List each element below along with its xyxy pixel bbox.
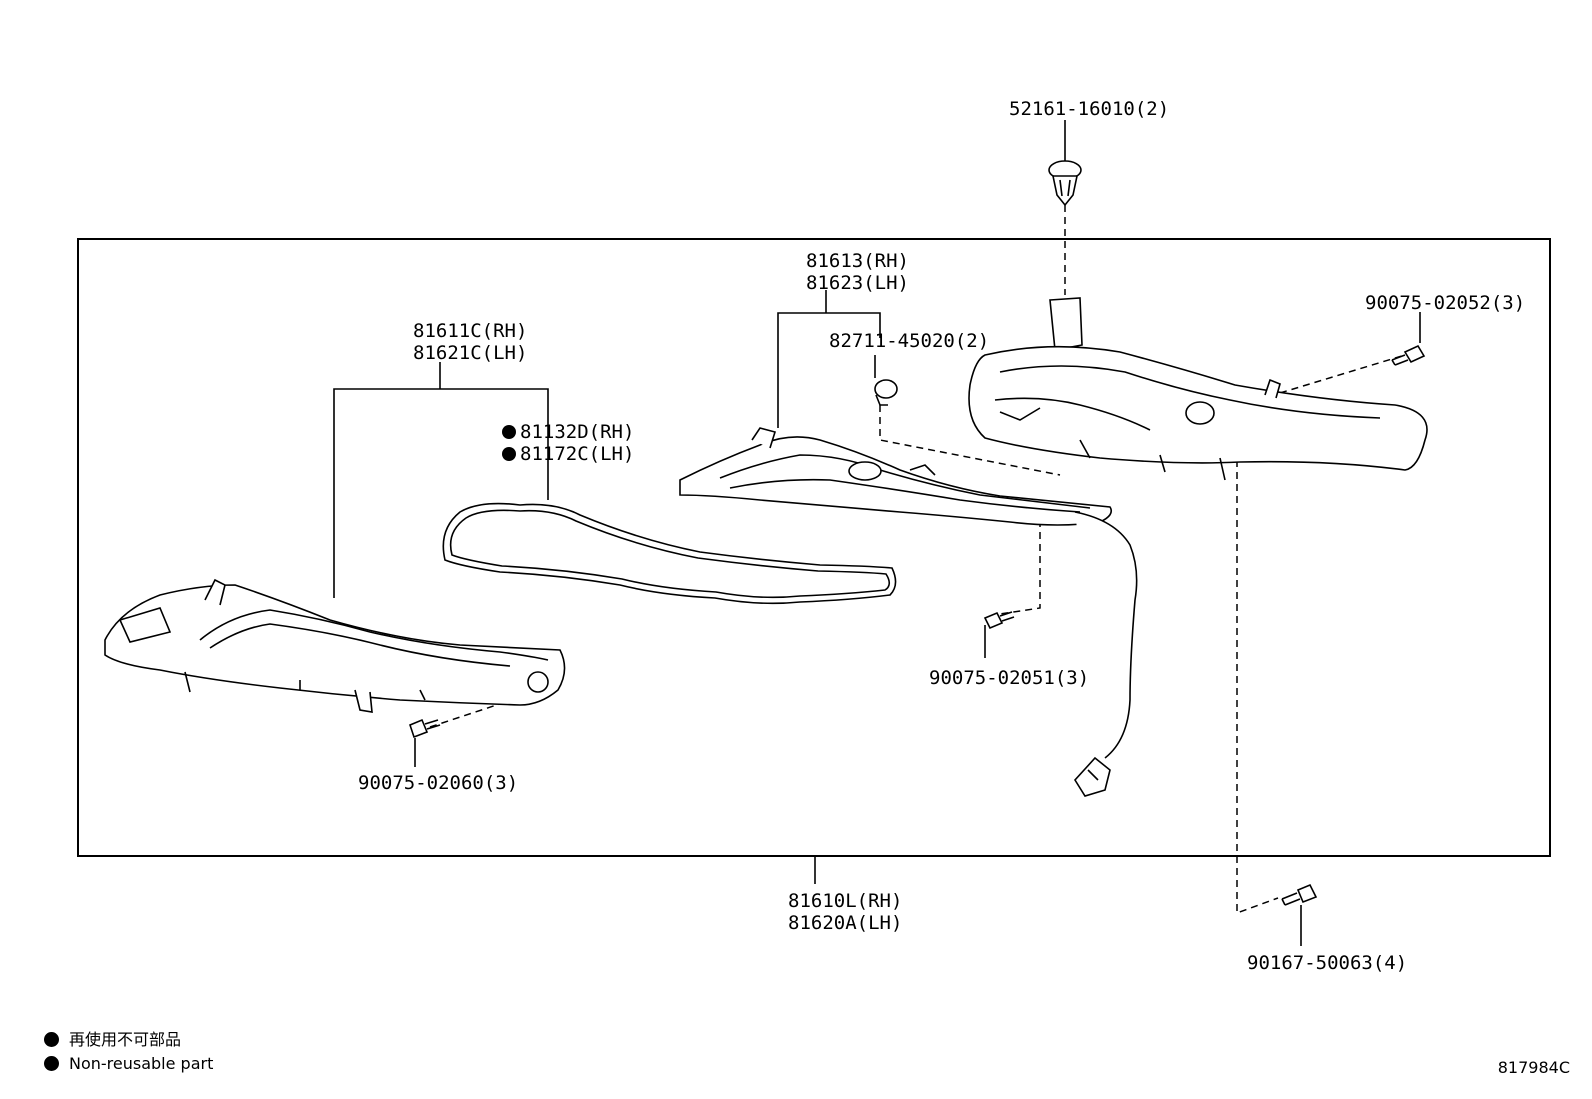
screw-left-icon — [409, 718, 441, 739]
callout-lens-rh: 81611C(RH) — [413, 320, 528, 342]
callout-bolt-bottom: 90167-50063(4) — [1247, 952, 1408, 974]
legend-english: Non-reusable part — [44, 1054, 213, 1074]
callout-clamp: 82711-45020(2) — [829, 330, 990, 352]
assembly-frame — [77, 238, 1551, 857]
callout-assy-rh: 81610L(RH) — [788, 890, 903, 912]
bolt-bottom-icon — [1281, 883, 1318, 906]
callout-screw-right-top: 90075-02052(3) — [1365, 292, 1526, 314]
leader-lines — [333, 120, 1421, 946]
gasket-rh-label: 81132D(RH) — [520, 421, 635, 443]
legend-dot-icon — [44, 1032, 59, 1047]
screw-top-right-icon — [1391, 344, 1426, 366]
legend-japanese: 再使用不可部品 — [44, 1030, 181, 1050]
non-reusable-dot-icon — [502, 447, 516, 461]
lens-part — [104, 578, 566, 713]
dashed-assembly-lines — [429, 205, 1406, 915]
legend-japanese-text: 再使用不可部品 — [69, 1030, 182, 1049]
rear-housing-part — [968, 297, 1428, 481]
callout-housing-rh: 81613(RH) — [806, 250, 909, 272]
callout-housing-lh: 81623(LH) — [806, 272, 909, 294]
callout-gasket-rh: 81132D(RH) — [502, 421, 634, 443]
legend-dot-icon — [44, 1056, 59, 1071]
clamp-icon — [874, 379, 898, 406]
gasket-part — [442, 502, 897, 605]
figure-number: 817984C — [1497, 1058, 1570, 1077]
push-clip-icon — [1048, 160, 1082, 207]
non-reusable-dot-icon — [502, 425, 516, 439]
callout-clip-top: 52161-16010(2) — [1009, 98, 1170, 120]
legend-english-text: Non-reusable part — [69, 1054, 214, 1073]
center-housing-part — [679, 427, 1138, 797]
callout-lens-lh: 81621C(LH) — [413, 342, 528, 364]
callout-screw-left: 90075-02060(3) — [358, 772, 519, 794]
callout-screw-mid: 90075-02051(3) — [929, 667, 1090, 689]
screw-middle-icon — [983, 611, 1015, 630]
callout-assy-lh: 81620A(LH) — [788, 912, 903, 934]
callout-gasket-lh: 81172C(LH) — [502, 443, 634, 465]
gasket-lh-label: 81172C(LH) — [520, 443, 635, 465]
